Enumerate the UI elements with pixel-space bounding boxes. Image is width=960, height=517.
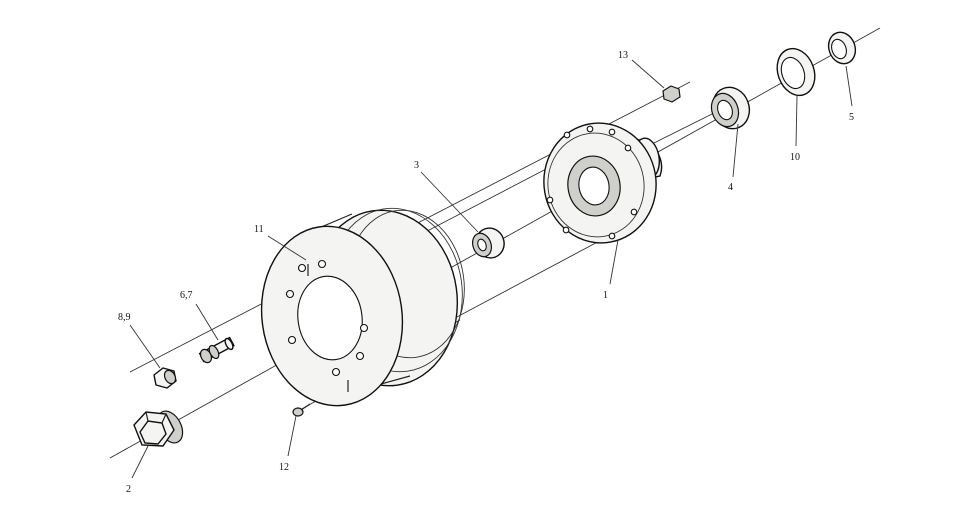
drum-to-hub-line-1 xyxy=(409,167,549,241)
drum-to-hub-line-2 xyxy=(454,237,606,319)
inner-bearing-part-3 xyxy=(471,227,505,259)
wheel-stud-part-6-7 xyxy=(198,336,235,364)
leader-lines xyxy=(129,59,853,479)
label-part-2: 2 xyxy=(126,484,131,495)
wheel-hub-part-1 xyxy=(543,122,663,244)
label-part-4: 4 xyxy=(728,182,733,193)
label-part-10: 10 xyxy=(790,152,800,163)
label-part-3: 3 xyxy=(414,160,419,171)
label-part-8-9: 8,9 xyxy=(118,312,131,323)
label-part-6-7: 6,7 xyxy=(180,290,193,301)
label-part-11: 11 xyxy=(254,224,264,235)
washer-part-5 xyxy=(827,31,857,65)
nut-part-13 xyxy=(662,85,681,103)
outer-bearing-part-4 xyxy=(710,86,751,130)
brake-drum-part-11 xyxy=(260,207,465,407)
wheel-nut-part-8-9 xyxy=(153,367,177,389)
seal-ring-part-10 xyxy=(776,47,816,97)
label-part-13: 13 xyxy=(618,50,628,61)
hub-cap-part-2 xyxy=(133,410,184,447)
label-part-1: 1 xyxy=(603,290,608,301)
label-part-12: 12 xyxy=(279,462,289,473)
screw-part-12 xyxy=(292,403,311,417)
label-part-5: 5 xyxy=(849,112,854,123)
